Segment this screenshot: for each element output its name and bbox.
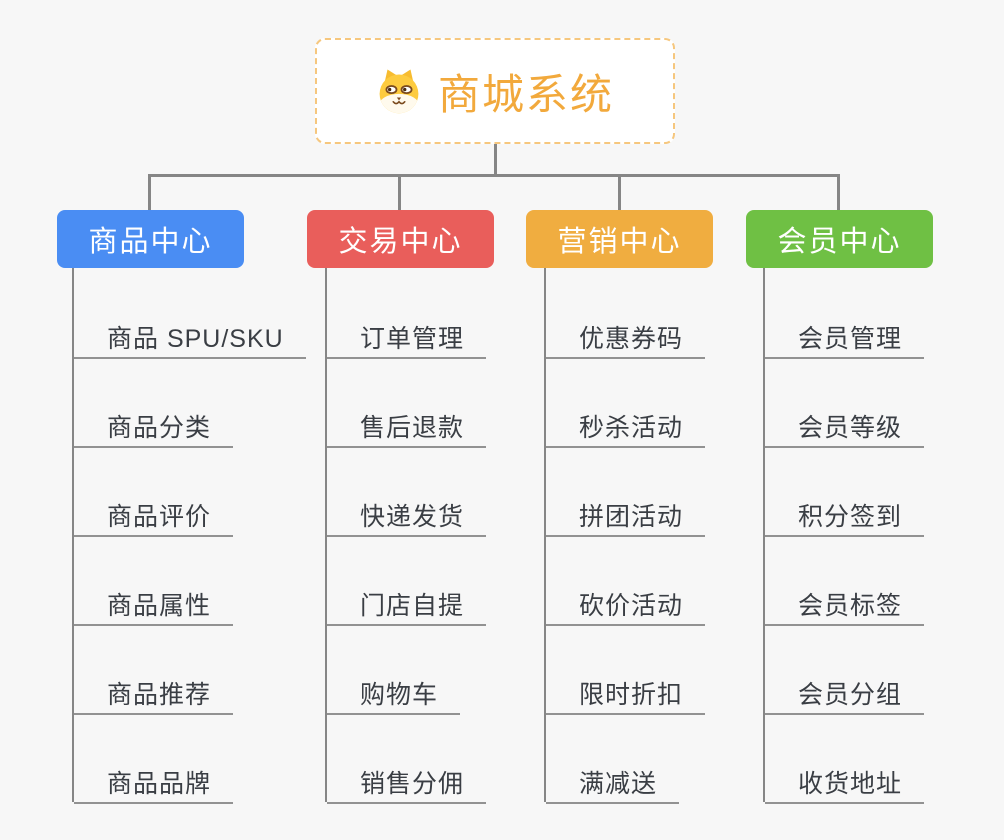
branch-product-children: 商品 SPU/SKU 商品分类 商品评价 商品属性 商品推荐 商品品牌 xyxy=(72,268,314,804)
branch-marketing-children: 优惠券码 秒杀活动 拼团活动 砍价活动 限时折扣 满减送 xyxy=(544,268,786,804)
branch-member-children: 会员管理 会员等级 积分签到 会员标签 会员分组 收货地址 xyxy=(763,268,1004,804)
leaf-topic[interactable]: 商品分类 xyxy=(74,404,234,448)
leaf-topic[interactable]: 积分签到 xyxy=(765,493,925,537)
leaf-topic[interactable]: 商品评价 xyxy=(74,493,234,537)
root-topic[interactable]: 商城系统 xyxy=(315,38,675,144)
root-topic-title: 商城系统 xyxy=(437,70,614,118)
leaf-topic[interactable]: 收货地址 xyxy=(765,760,925,804)
connector-drop-branch2 xyxy=(398,174,401,212)
leaf-topic[interactable]: 购物车 xyxy=(327,671,461,715)
leaf-topic[interactable]: 会员标签 xyxy=(765,582,925,626)
leaf-topic[interactable]: 商品 SPU/SKU xyxy=(74,315,306,359)
branch-trade-children: 订单管理 售后退款 快递发货 门店自提 购物车 销售分佣 xyxy=(325,268,567,804)
leaf-topic[interactable]: 秒杀活动 xyxy=(546,404,706,448)
leaf-topic[interactable]: 满减送 xyxy=(546,760,680,804)
connector-root-stem xyxy=(494,144,497,176)
branch-product-center[interactable]: 商品中心 xyxy=(57,210,244,268)
leaf-topic[interactable]: 优惠券码 xyxy=(546,315,706,359)
leaf-topic[interactable]: 销售分佣 xyxy=(327,760,487,804)
leaf-topic[interactable]: 会员分组 xyxy=(765,671,925,715)
leaf-topic[interactable]: 商品属性 xyxy=(74,582,234,626)
leaf-topic[interactable]: 拼团活动 xyxy=(546,493,706,537)
leaf-topic[interactable]: 商品推荐 xyxy=(74,671,234,715)
leaf-topic[interactable]: 会员等级 xyxy=(765,404,925,448)
connector-drop-branch1 xyxy=(148,174,151,212)
connector-drop-branch4 xyxy=(837,174,840,212)
connector-drop-branch3 xyxy=(618,174,621,212)
branch-marketing-center[interactable]: 营销中心 xyxy=(526,210,713,268)
leaf-topic[interactable]: 售后退款 xyxy=(327,404,487,448)
branch-member-center[interactable]: 会员中心 xyxy=(746,210,933,268)
leaf-topic[interactable]: 砍价活动 xyxy=(546,582,706,626)
leaf-topic[interactable]: 商品品牌 xyxy=(74,760,234,804)
branch-trade-center[interactable]: 交易中心 xyxy=(307,210,494,268)
leaf-topic[interactable]: 快递发货 xyxy=(327,493,487,537)
leaf-topic[interactable]: 订单管理 xyxy=(327,315,487,359)
dog-face-icon xyxy=(379,69,419,114)
leaf-topic[interactable]: 限时折扣 xyxy=(546,671,706,715)
leaf-topic[interactable]: 门店自提 xyxy=(327,582,487,626)
leaf-topic[interactable]: 会员管理 xyxy=(765,315,925,359)
connector-trunk-line xyxy=(149,174,839,177)
